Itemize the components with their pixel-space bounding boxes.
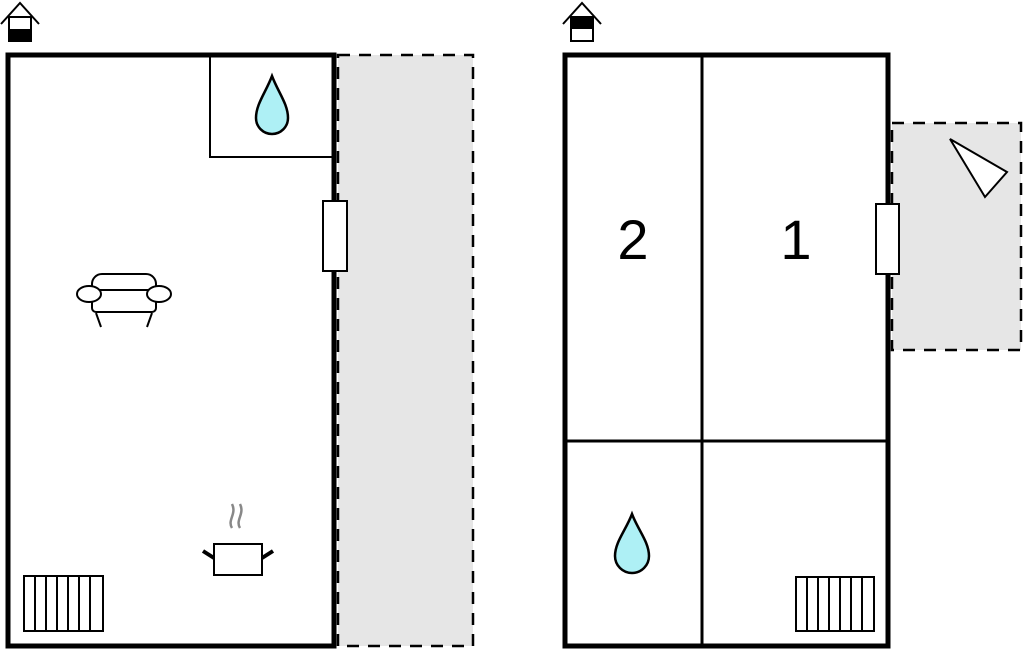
compass-icon [949,138,1009,199]
door [875,203,900,275]
door [322,200,348,272]
cooking-pot-icon [201,503,275,576]
outer-walls [562,52,891,649]
radiator-icon [23,575,104,632]
water-drop-icon [613,510,651,575]
bathroom-walls [209,55,334,158]
radiator-icon [795,576,875,632]
upper-floor-plan: 2 1 [562,1,1023,649]
ground-floor-plan [0,1,475,649]
floor-level-icon-ground [0,1,40,42]
outer-walls [5,52,337,649]
bedroom-label-2: 2 [617,208,648,271]
water-drop-icon [254,72,290,136]
sofa-icon [76,273,172,328]
bedroom-label-1: 1 [780,208,811,271]
floor-level-icon-upper [562,1,602,42]
terrace [336,53,475,648]
terrace [890,121,1023,352]
